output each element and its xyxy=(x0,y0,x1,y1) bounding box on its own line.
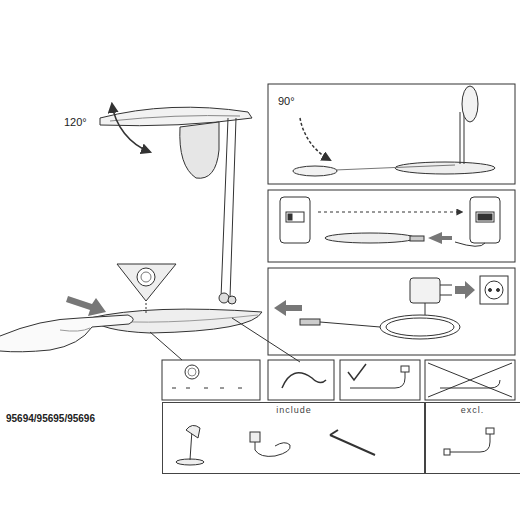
package-contents xyxy=(176,425,494,465)
angle-label: 120° xyxy=(64,116,87,128)
model-number: 95694/95695/95696 xyxy=(6,413,95,424)
detail-row xyxy=(162,360,515,400)
box-heading: excl. xyxy=(425,403,520,415)
charge-panel xyxy=(268,190,515,262)
fold-panel xyxy=(268,84,515,184)
adapter-panel xyxy=(268,268,515,355)
excluded-box: excl. xyxy=(424,402,520,474)
box-heading: include xyxy=(163,403,425,415)
include-box: include xyxy=(162,402,426,474)
angle-label: 90° xyxy=(278,95,295,107)
main-lamp xyxy=(0,104,300,362)
